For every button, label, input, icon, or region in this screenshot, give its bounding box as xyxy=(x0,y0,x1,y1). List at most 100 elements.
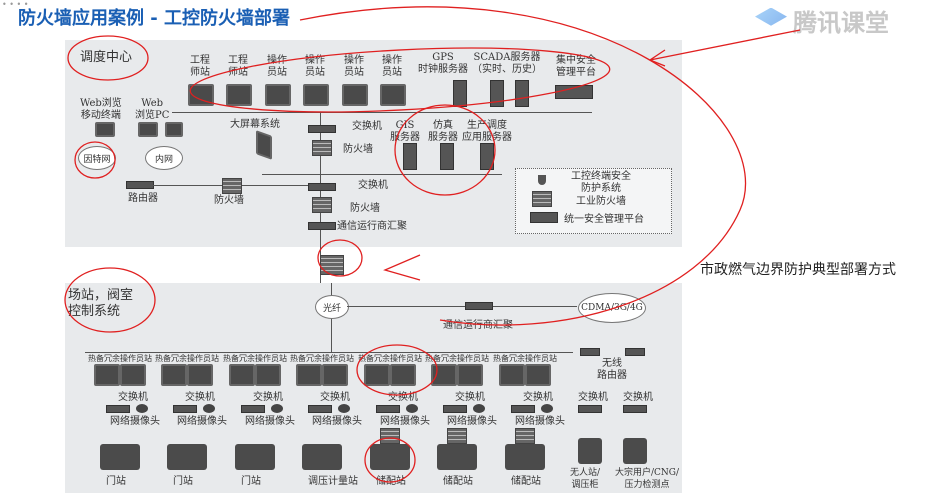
station-label: 储配站 xyxy=(376,476,406,487)
camera-label: 网络摄像头 xyxy=(245,416,295,427)
gis-server-icon xyxy=(403,143,417,170)
carrier-icon xyxy=(308,222,336,230)
operator-station-header: 热备冗余操作员站 xyxy=(155,354,219,363)
station-bus xyxy=(85,352,573,353)
side-caption: 市政燃气边界防护典型部署方式 xyxy=(700,262,896,278)
switch-label: 交换机 xyxy=(388,392,418,403)
laptop-icon xyxy=(138,122,158,137)
workstation-monitor-icon xyxy=(188,84,214,106)
wireless-router-icon xyxy=(580,348,600,356)
firewall-icon xyxy=(312,197,332,213)
monitor-icon xyxy=(120,364,146,386)
wireless-router-label: 无线 路由器 xyxy=(597,358,627,381)
carrier-line xyxy=(347,306,577,307)
switch-icon xyxy=(308,125,336,133)
station-icon xyxy=(505,444,545,470)
camera-icon xyxy=(203,404,215,413)
firewall1-label: 防火墙 xyxy=(343,144,373,155)
station-icon xyxy=(235,444,275,470)
monitor-icon xyxy=(499,364,525,386)
camera-label: 网络摄像头 xyxy=(110,416,160,427)
firewall-icon xyxy=(532,191,552,207)
switch-label: 交换机 xyxy=(253,392,283,403)
operator-station-header: 热备冗余操作员站 xyxy=(493,354,557,363)
station-label: 无人站/ 调压柜 xyxy=(570,468,601,490)
internet-label: 因特网 xyxy=(83,154,111,165)
switch-icon xyxy=(511,405,535,413)
internet-cloud: 因特网 xyxy=(78,146,116,170)
camera-icon xyxy=(136,404,148,413)
camera-icon xyxy=(473,404,485,413)
monitor-icon xyxy=(255,364,281,386)
logo-text: 腾讯课堂 xyxy=(793,9,889,37)
page-title: 防火墙应用案例 - 工控防火墙部署 xyxy=(18,8,291,29)
workstation-monitor-icon xyxy=(265,84,291,106)
station-label: 门站 xyxy=(106,476,126,487)
switch-label: 交换机 xyxy=(623,392,653,403)
workstation-monitor-icon xyxy=(342,84,368,106)
web-pc-label: Web 浏览PC xyxy=(135,98,170,121)
prod-label: 生产调度 应用服务器 xyxy=(462,120,512,143)
station-icon xyxy=(167,444,207,470)
switch-icon xyxy=(443,405,467,413)
section-dispatch-center: 调度中心 xyxy=(80,50,133,65)
carrier-switch-icon xyxy=(465,302,493,310)
station-icon xyxy=(437,444,477,470)
camera-icon xyxy=(406,404,418,413)
scada-server-icon xyxy=(490,80,504,107)
monitor-icon xyxy=(296,364,322,386)
switch2-label: 交换机 xyxy=(358,180,388,191)
window-dots: • • • • xyxy=(2,0,29,9)
firewall-icon xyxy=(515,428,535,444)
bottom-carrier-label: 通信运行商汇聚 xyxy=(443,320,513,331)
monitor-icon xyxy=(457,364,483,386)
intranet-label: 内网 xyxy=(154,154,173,165)
gps-label: GPS 时钟服务器 xyxy=(418,52,468,75)
station-icon xyxy=(100,444,140,470)
camera-icon xyxy=(271,404,283,413)
central-platform-label: 集中安全 管理平台 xyxy=(556,55,596,78)
station-label: 门站 xyxy=(241,476,261,487)
platform-icon xyxy=(555,85,593,99)
switch-icon xyxy=(106,405,130,413)
play-logo-icon xyxy=(755,7,787,26)
fiber-cloud: 光纤 xyxy=(315,295,349,319)
station-label: 储配站 xyxy=(511,476,541,487)
intranet-cloud: 内网 xyxy=(145,146,183,170)
operator-station-header: 热备冗余操作员站 xyxy=(88,354,152,363)
station-label: 大宗用户/CNG/ 压力检测点 xyxy=(615,468,680,490)
monitor-icon xyxy=(431,364,457,386)
workstation-monitor-icon xyxy=(226,84,252,106)
switch-icon xyxy=(376,405,400,413)
boundary-firewall-icon xyxy=(320,255,344,275)
workstation-monitor-icon xyxy=(380,84,406,106)
firewall-icon xyxy=(222,178,242,194)
switch-icon xyxy=(308,405,332,413)
camera-label: 网络摄像头 xyxy=(312,416,362,427)
server-line xyxy=(262,174,502,175)
monitor-icon xyxy=(525,364,551,386)
sim-label: 仿真 服务器 xyxy=(428,120,458,143)
workstation-label: 操作 员站 xyxy=(267,55,287,78)
monitor-icon xyxy=(364,364,390,386)
station-icon xyxy=(370,444,410,470)
cellular-label: CDMA/3G/4G xyxy=(581,303,643,313)
monitor-icon xyxy=(165,122,183,137)
monitor-icon xyxy=(322,364,348,386)
monitor-icon xyxy=(390,364,416,386)
switch-label: 交换机 xyxy=(578,392,608,403)
camera-label: 网络摄像头 xyxy=(380,416,430,427)
station-icon xyxy=(578,438,602,464)
switch-icon xyxy=(578,405,602,413)
switch1-label: 交换机 xyxy=(352,121,382,132)
switch-label: 交换机 xyxy=(185,392,215,403)
station-icon xyxy=(302,444,342,470)
logo: 腾讯课堂 xyxy=(755,3,889,38)
camera-icon xyxy=(338,404,350,413)
switch-icon xyxy=(241,405,265,413)
section-station: 场站，阀室 控制系统 xyxy=(68,288,134,319)
cellular-cloud: CDMA/3G/4G xyxy=(578,293,646,323)
station-icon xyxy=(623,438,647,464)
switch-label: 交换机 xyxy=(455,392,485,403)
firewall2-label: 防火墙 xyxy=(350,203,380,214)
